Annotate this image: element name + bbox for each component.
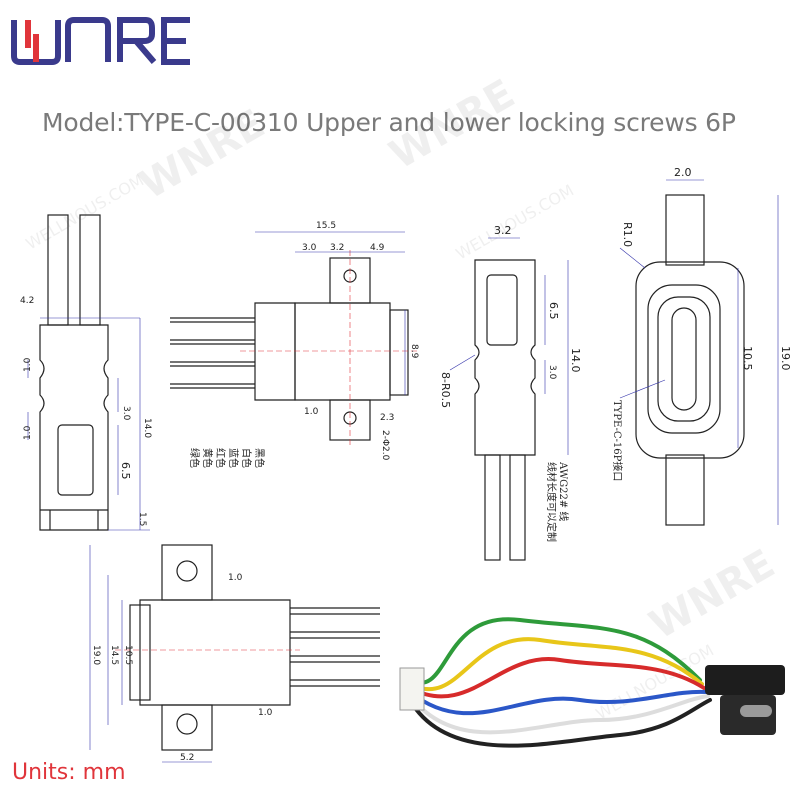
side-view: [170, 257, 409, 441]
wire-color-green: 绿色: [188, 448, 201, 468]
dim-6-5: 6.5: [119, 462, 132, 480]
wire-color-yellow: 黄色: [201, 448, 214, 468]
dim-3-2-front: 3.2: [494, 224, 512, 237]
units-label: Units: mm: [12, 760, 126, 785]
watermark-1: WNRE: [132, 101, 273, 209]
front-view-labels: 3.2 6.5 14.0 3.0 8-R0.5 AWG22# 线 线材长度可以定…: [439, 224, 582, 542]
dim-1-0-a: 1.0: [23, 357, 33, 372]
bottom-view-dim-lines: [89, 545, 212, 763]
dim-1-0-bottom-b: 1.0: [258, 708, 273, 718]
watermark-5: WNRE: [642, 541, 783, 649]
wire-color-blue: 蓝色: [227, 448, 240, 468]
dim-15-5: 15.5: [316, 221, 336, 231]
note-length: 线材长度可以定制: [545, 462, 558, 542]
right-view: [635, 194, 745, 526]
typec-panel-connector: [705, 665, 785, 735]
bottom-view: [129, 544, 380, 751]
jst-connector: [399, 667, 425, 711]
dim-19-0-right: 19.0: [779, 346, 792, 371]
dim-2-0-right: 2.0: [674, 166, 692, 179]
front-view: [474, 259, 536, 561]
left-view-labels: 4.2 1.0 1.0 3.0 14.0 6.5 1.5: [20, 296, 152, 526]
wire-color-black: 黑色: [253, 448, 266, 468]
dim-1-0-b: 1.0: [23, 425, 33, 440]
dim-5-2: 5.2: [180, 753, 194, 763]
watermark-3: WNRE: [382, 71, 523, 179]
right-view-labels: 2.0 R1.0 10.5 19.0 TYPE-C-16P接口: [611, 166, 792, 481]
dim-4-2: 4.2: [20, 296, 34, 306]
dim-1-5: 1.5: [137, 512, 147, 526]
side-view-labels: 15.5 3.0 3.2 4.9 8.9 1.0 2.3 2-Φ2.0 黑色 白…: [188, 221, 419, 468]
dim-6-5-front: 6.5: [547, 302, 560, 320]
front-view-dim-lines: [449, 237, 569, 455]
wire-color-white: 白色: [240, 448, 253, 468]
side-view-dim-lines: [255, 231, 406, 395]
model-title: Model:TYPE-C-00310 Upper and lower locki…: [42, 108, 736, 137]
dim-r1-0: R1.0: [621, 222, 634, 247]
dim-10-5-right: 10.5: [741, 346, 754, 371]
dim-1-0-side: 1.0: [304, 407, 319, 417]
dim-4-9: 4.9: [370, 243, 385, 253]
watermark-2: WELLNOUS.COM: [23, 171, 148, 254]
dim-2-3: 2.3: [380, 413, 394, 423]
cable-product-image: [408, 617, 712, 748]
watermark-4: WELLNOUS.COM: [453, 181, 578, 264]
right-view-dim-lines: [619, 179, 779, 525]
left-view: [39, 214, 109, 531]
dim-8-r05: 8-R0.5: [439, 372, 452, 408]
dim-3-0-side: 3.0: [302, 243, 317, 253]
dim-2-phi: 2-Φ2.0: [380, 430, 390, 461]
wnre-logo: [11, 17, 190, 65]
dim-14-0: 14.0: [142, 418, 152, 438]
note-awg22: AWG22# 线: [557, 461, 570, 521]
dim-1-0-bottom-a: 1.0: [228, 573, 243, 583]
dim-3-2-side: 3.2: [330, 243, 344, 253]
dim-3-0: 3.0: [121, 406, 131, 421]
dim-8-9: 8.9: [409, 344, 419, 359]
dim-19-0-bottom: 19.0: [91, 645, 101, 665]
dim-10-5-bottom: 10.5: [123, 645, 133, 665]
left-view-dim-lines: [27, 317, 150, 531]
bottom-view-labels: 1.0 19.0 14.5 10.5 1.0 5.2: [91, 573, 273, 763]
wire-color-red: 红色: [214, 448, 227, 468]
dim-3-0-front: 3.0: [547, 365, 557, 380]
dim-14-0-front: 14.0: [569, 348, 582, 373]
side-view-center: [240, 250, 420, 445]
dim-14-5-bottom: 14.5: [109, 645, 119, 665]
port-label: TYPE-C-16P接口: [611, 400, 624, 481]
